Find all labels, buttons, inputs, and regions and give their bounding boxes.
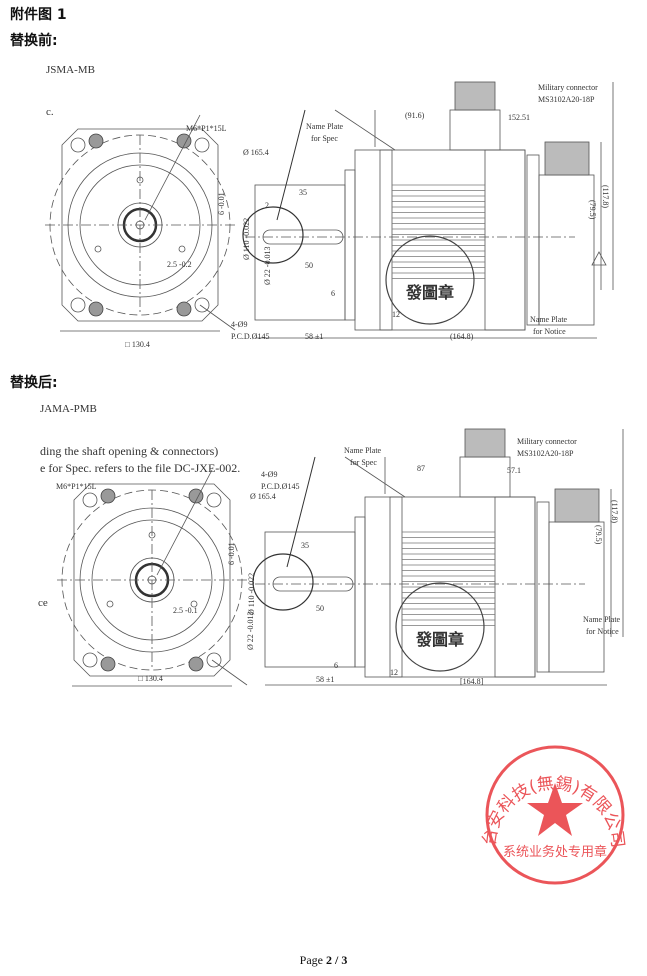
label-height-total: (117.8) (610, 500, 619, 523)
label-total-len: (164.8) (450, 332, 474, 341)
label-shaft-dia: Ø 22 -0.013 (246, 612, 255, 650)
label-key-width: 6 -0.01 (217, 192, 226, 215)
screw-hole (176, 301, 192, 317)
label-shaft-len: 58 ±1 (316, 675, 334, 684)
before-heading: 替换前: (10, 33, 58, 49)
attachment-title: 附件图 1 (10, 7, 67, 23)
page-current: 2 (325, 953, 332, 967)
seal-inner-text: 系统业务处专用章 (503, 844, 607, 860)
label-shaft-50: 50 (305, 261, 313, 270)
after-note-2: e for Spec. refers to the file DC-JXE-00… (40, 461, 241, 475)
before-approval-stamp: 發圖章 (385, 235, 475, 325)
before-model: JSMA-MB (46, 64, 95, 76)
seal-star-icon (527, 783, 583, 836)
screw-hole (88, 301, 104, 317)
top-connector (454, 81, 496, 111)
label-dim-12: 12 (392, 310, 400, 319)
label-total-len: [164.8] (460, 677, 484, 686)
label-flange-dia: Ø 165.4 (243, 148, 269, 157)
warning-icon (591, 251, 607, 266)
label-square: □ 130.4 (138, 674, 163, 683)
after-note-1: ding the shaft opening & connectors) (40, 444, 219, 458)
label-conn-offset: 57.1 (507, 466, 521, 475)
label-shaft-35: 35 (301, 541, 309, 550)
before-front-view (45, 114, 236, 332)
mounting-hole (70, 137, 86, 153)
mounting-hole (82, 492, 98, 508)
after-approval-stamp: 發圖章 (395, 582, 485, 672)
label-height-conn: (79.5) (594, 525, 603, 545)
before-side-view: 發圖章 (242, 81, 614, 339)
page-footer: Page 2 / 3 (0, 953, 647, 968)
label-conn-offset: 152.51 (508, 113, 530, 122)
label-dim-6: 6 (331, 289, 335, 298)
mounting-hole (82, 652, 98, 668)
label-shaft-dia: Ø 22 -0.013 (263, 247, 272, 285)
after-model: JAMA-PMB (40, 403, 97, 415)
after-heading: 替换后: (10, 375, 58, 391)
label-len-body: (91.6) (405, 111, 425, 120)
after-fragment: ce (38, 597, 48, 609)
label-key-depth: 2.5 -0.2 (167, 260, 192, 269)
label-name-plate-spec-2: for Spec (350, 458, 377, 467)
screw-hole (188, 488, 204, 504)
label-shaft-2: 2 (265, 201, 269, 210)
label-conn-2: MS3102A20-18P (538, 95, 595, 104)
label-pcd: P.C.D.Ø145 (231, 332, 269, 341)
label-shaft-35: 35 (299, 188, 307, 197)
label-key-depth: 2.5 -0.1 (173, 606, 198, 615)
page-prefix: Page (299, 953, 326, 967)
top-connector (464, 428, 506, 458)
mounting-hole (206, 652, 222, 668)
after-side-view: 發圖章 (252, 428, 624, 686)
label-name-plate-spec-1: Name Plate (306, 122, 344, 131)
label-name-plate-notice-1: Name Plate (583, 615, 621, 624)
mounting-hole (194, 297, 210, 313)
label-holes: 4-Ø9 (261, 470, 277, 479)
label-conn-1: Military connector (517, 437, 577, 446)
label-thread: M6*P1*15L (186, 124, 227, 133)
page-sep: / (331, 953, 342, 967)
label-square: □ 130.4 (125, 340, 150, 349)
label-dim-12: 12 (390, 668, 398, 677)
label-height-total: (117.8) (601, 185, 610, 208)
label-pilot: Ø 110 -0.022 (242, 218, 251, 260)
after-front-view (57, 469, 248, 687)
after-motor-drawing: 發圖章 M6*P1*15L Ø 165.4 4-Ø9P.C.D.Ø145 □ 130.4… (56, 428, 624, 687)
label-name-plate-notice-1: Name Plate (530, 315, 568, 324)
mounting-hole (70, 297, 86, 313)
label-name-plate-notice-2: for Notice (533, 327, 566, 336)
label-holes: 4-Ø9 (231, 320, 247, 329)
label-dim-6: 6 (334, 661, 338, 670)
screw-hole (88, 133, 104, 149)
label-key-width: 6 -0.01 (227, 542, 236, 565)
page-total: 3 (341, 953, 348, 967)
label-conn-1: Military connector (538, 83, 598, 92)
mounting-hole (194, 137, 210, 153)
stamp-text: 發圖章 (415, 630, 464, 649)
rear-connector (554, 488, 600, 523)
label-name-plate-notice-2: for Notice (586, 627, 619, 636)
label-len-body: 87 (417, 464, 425, 473)
screw-hole (176, 133, 192, 149)
label-conn-2: MS3102A20-18P (517, 449, 574, 458)
screw-hole (100, 656, 116, 672)
label-shaft-len: 58 ±1 (305, 332, 323, 341)
screw-hole (188, 656, 204, 672)
screw-hole (100, 488, 116, 504)
label-height-conn: (79.5) (588, 200, 597, 220)
label-shaft-50: 50 (316, 604, 324, 613)
stamp-text: 發圖章 (405, 283, 454, 302)
label-pcd: P.C.D.Ø145 (261, 482, 299, 491)
label-name-plate-spec-1: Name Plate (344, 446, 382, 455)
mounting-hole (206, 492, 222, 508)
label-thread: M6*P1*15L (56, 482, 97, 491)
rear-connector (544, 141, 590, 176)
before-fragment: c. (46, 106, 54, 118)
label-flange-dia: Ø 165.4 (250, 492, 276, 501)
label-pilot: Ø 110 -0.022 (247, 573, 256, 615)
before-motor-drawing: 發圖章 M6*P1*15L Ø 165.4 4-Ø9P.C.D.Ø145 □ 130.4… (45, 81, 614, 349)
label-name-plate-spec-2: for Spec (311, 134, 338, 143)
